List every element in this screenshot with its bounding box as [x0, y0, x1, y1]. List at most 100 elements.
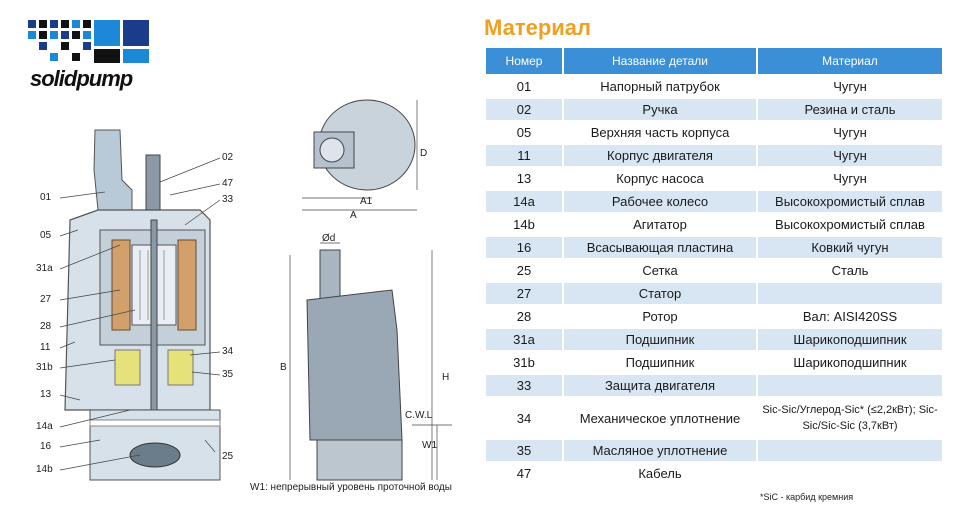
cell-part-name: Верхняя часть корпуса — [562, 122, 756, 143]
callout-25: 25 — [222, 451, 234, 462]
cell-number: 31a — [486, 329, 562, 350]
header-material: Материал — [756, 48, 942, 74]
cell-number: 31b — [486, 352, 562, 373]
cell-part-name: Напорный патрубок — [562, 76, 756, 97]
cell-number: 02 — [486, 99, 562, 120]
cell-part-name: Ручка — [562, 99, 756, 120]
dim-b: B — [280, 362, 287, 373]
cell-material: Шарикоподшипник — [756, 329, 942, 350]
dim-w1: W1 — [422, 440, 437, 451]
cell-material: Sic-Sic/Углерод-Sic* (≤2,2кВт); Sic-Sic/… — [756, 398, 942, 438]
cell-number: 05 — [486, 122, 562, 143]
cell-number: 33 — [486, 375, 562, 396]
cell-number: 35 — [486, 440, 562, 461]
cell-material: Чугун — [756, 145, 942, 166]
table-header-row: Номер Название детали Материал — [486, 48, 942, 74]
cell-material: Высокохромистый сплав — [756, 214, 942, 235]
cell-material: Чугун — [756, 122, 942, 143]
cell-part-name: Статор — [562, 283, 756, 304]
cell-number: 13 — [486, 168, 562, 189]
cell-number: 25 — [486, 260, 562, 281]
cell-part-name: Подшипник — [562, 352, 756, 373]
dim-h: H — [442, 372, 450, 383]
materials-title: Материал — [484, 15, 592, 40]
cell-part-name: Корпус двигателя — [562, 145, 756, 166]
dim-a: A — [350, 210, 357, 221]
callout-05: 05 — [40, 230, 52, 241]
cell-number: 01 — [486, 76, 562, 97]
cell-part-name: Всасывающая пластина — [562, 237, 756, 258]
cell-part-name: Подшипник — [562, 329, 756, 350]
sic-footnote: *SiC - карбид кремния — [760, 492, 854, 502]
pump-cutaway-diagram — [59, 129, 221, 481]
cell-number: 47 — [486, 463, 562, 484]
dim-od: Ød — [322, 233, 336, 244]
callout-33: 33 — [222, 194, 234, 205]
dim-a1: A1 — [360, 196, 373, 207]
cell-material — [756, 283, 942, 304]
cell-part-name: Механическое уплотнение — [562, 398, 756, 438]
callout-31a: 31a — [36, 263, 53, 274]
callout-13: 13 — [40, 389, 52, 400]
cell-material — [756, 440, 942, 461]
cell-number: 14a — [486, 191, 562, 212]
cell-number: 14b — [486, 214, 562, 235]
callout-01: 01 — [40, 192, 52, 203]
header-part-name: Название детали — [562, 48, 756, 74]
cell-part-name: Корпус насоса — [562, 168, 756, 189]
callout-02: 02 — [222, 152, 234, 163]
cell-part-name: Ротор — [562, 306, 756, 327]
dim-cwl: C.W.L — [405, 410, 433, 421]
cell-part-name: Защита двигателя — [562, 375, 756, 396]
cell-number: 16 — [486, 237, 562, 258]
dim-d: D — [420, 148, 428, 159]
cell-part-name: Сетка — [562, 260, 756, 281]
cell-part-name: Агитатор — [562, 214, 756, 235]
callout-27: 27 — [40, 294, 52, 305]
header-number: Номер — [486, 48, 562, 74]
callout-14a: 14a — [36, 421, 53, 432]
callout-34: 34 — [222, 346, 234, 357]
callout-47: 47 — [222, 178, 234, 189]
water-level-footnote: W1: непрерывный уровень проточной воды — [250, 482, 452, 493]
cell-material: Чугун — [756, 76, 942, 97]
pump-outline-drawing — [289, 99, 452, 481]
cell-material: Ковкий чугун — [756, 237, 942, 258]
callout-28: 28 — [40, 321, 52, 332]
brand-name: solidpump — [30, 66, 133, 91]
cell-material: Сталь — [756, 260, 942, 281]
cell-part-name: Кабель — [562, 463, 756, 484]
callout-14b: 14b — [36, 464, 53, 475]
cell-material: Вал: AISI420SS — [756, 306, 942, 327]
cell-material: Резина и сталь — [756, 99, 942, 120]
cell-part-name: Масляное уплотнение — [562, 440, 756, 461]
callout-11: 11 — [40, 342, 51, 353]
callout-31b: 31b — [36, 362, 53, 373]
cell-material — [756, 463, 942, 484]
cell-number: 28 — [486, 306, 562, 327]
cell-material — [756, 375, 942, 396]
callout-16: 16 — [40, 441, 52, 452]
brand-logo — [28, 20, 168, 100]
callout-35: 35 — [222, 369, 234, 380]
cell-number: 34 — [486, 398, 562, 438]
cell-material: Чугун — [756, 168, 942, 189]
cell-part-name: Рабочее колесо — [562, 191, 756, 212]
cell-material: Шарикоподшипник — [756, 352, 942, 373]
